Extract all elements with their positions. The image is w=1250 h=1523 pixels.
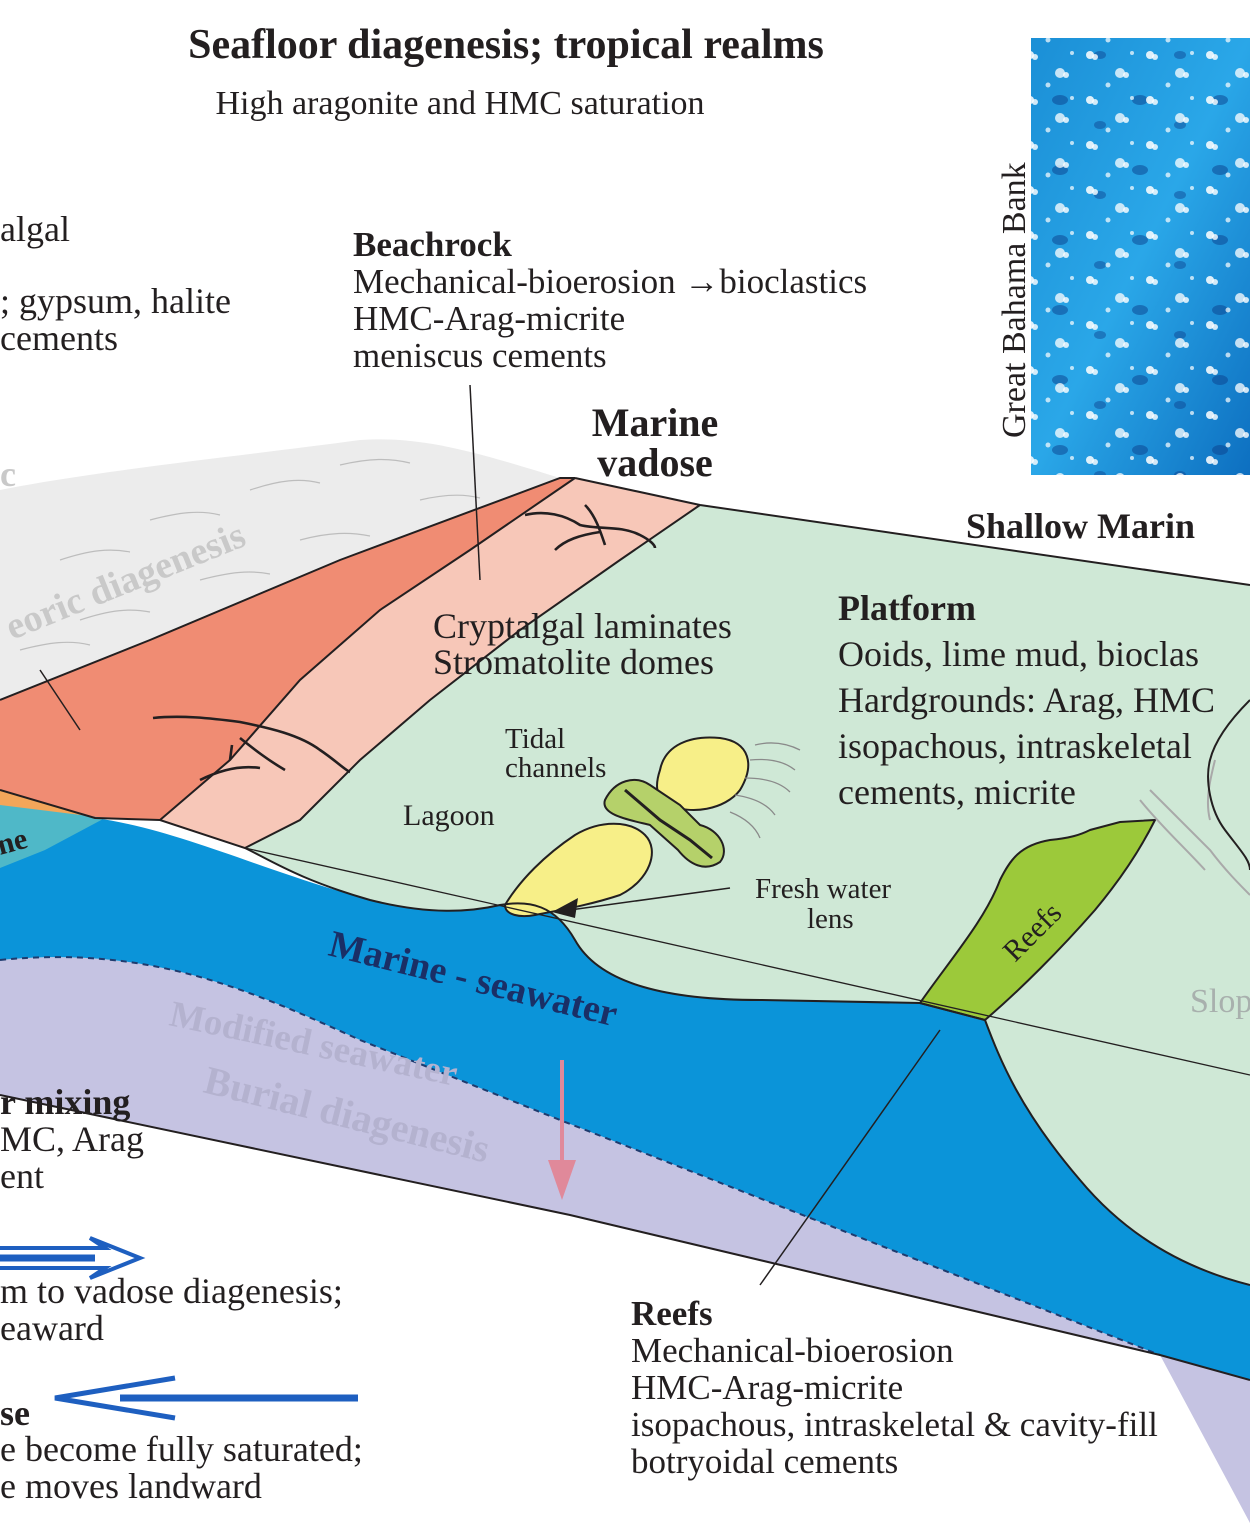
wave-marks <box>729 742 801 839</box>
top-left-line2: ; gypsum, halite <box>0 281 231 321</box>
diagram-subtitle: High aragonite and HMC saturation <box>215 85 704 122</box>
reefs-line1: Mechanical-bioerosion <box>631 1331 954 1370</box>
cryptalgal-line1: Cryptalgal laminates <box>433 606 732 646</box>
platform-heading: Platform <box>838 588 976 628</box>
beachrock-line1: Mechanical-bioerosion →bioclastics <box>353 262 867 301</box>
mixing-line2: MC, Arag <box>0 1119 144 1159</box>
modified-seawater-boundary <box>0 956 1161 1356</box>
transgression-line2: e become fully saturated; <box>0 1429 363 1469</box>
reefs-line2: HMC-Arag-micrite <box>631 1368 903 1407</box>
top-left-line3: cements <box>0 318 118 358</box>
tidal-channels-line2: channels <box>505 752 606 784</box>
top-left-line1: algal <box>0 209 70 249</box>
block-outlines <box>0 477 1250 1381</box>
tidal-channels-line1: Tidal <box>505 723 565 755</box>
meteoric-hatching <box>19 458 481 651</box>
reefs-line4: botryoidal cements <box>631 1442 898 1481</box>
cryptalgal-line2: Stromatolite domes <box>433 642 714 682</box>
bahama-photo <box>1031 38 1250 475</box>
beachrock-heading: Beachrock <box>353 225 512 264</box>
platform-zone <box>245 505 1250 1285</box>
photo-label: Great Bahama Bank <box>996 162 1033 438</box>
meteoric-c-label: c <box>0 454 16 494</box>
burial-zone <box>0 957 1250 1523</box>
fresh-water-lens-line1: Fresh water <box>755 873 891 905</box>
shallow-marine-heading: Shallow Marin <box>966 506 1195 546</box>
mixing-line1: r mixing <box>0 1082 130 1122</box>
mixing-zone-teal <box>0 805 105 868</box>
reefs-line3: isopachous, intraskeletal & cavity-fill <box>631 1405 1158 1444</box>
marine-seawater-zone <box>0 818 1250 1380</box>
slope-label: Slop <box>1190 983 1250 1020</box>
platform-line1: Ooids, lime mud, bioclas <box>838 634 1199 674</box>
regression-line1: m to vadose diagenesis; <box>0 1271 343 1311</box>
regression-arrow <box>0 1236 146 1280</box>
transgression-arrow <box>54 1375 358 1421</box>
tidal-shoal-lower <box>503 822 653 918</box>
beachrock-line2: HMC-Arag-micrite <box>353 299 625 338</box>
burial-arrow <box>548 1060 576 1200</box>
reef-body <box>918 818 1157 1022</box>
transgression-line3: e moves landward <box>0 1466 262 1506</box>
pointer-lines <box>39 384 941 1286</box>
beachrock-line3: meniscus cements <box>353 336 607 375</box>
marine-vadose-line2: vadose <box>597 440 713 485</box>
lagoon-label: Lagoon <box>403 799 495 832</box>
meteoric-zone <box>0 439 560 700</box>
fresh-water-lens-line2: lens <box>807 903 854 935</box>
transgression-line1: se <box>0 1393 30 1433</box>
shelf-edge-line <box>1207 699 1250 871</box>
reefs-heading: Reefs <box>631 1294 713 1333</box>
beach-zone <box>160 478 700 848</box>
platform-line2: Hardgrounds: Arag, HMC <box>838 680 1215 720</box>
regression-line2: eaward <box>0 1308 104 1348</box>
mudcracks <box>152 504 657 782</box>
platform-line3: isopachous, intraskeletal <box>838 726 1192 766</box>
supratidal-zone <box>0 478 575 820</box>
diagram-title: Seafloor diagenesis; tropical realms <box>188 22 824 68</box>
fresh-water-arrowhead <box>552 898 578 918</box>
mixing-line3: ent <box>0 1156 44 1196</box>
tidal-channel-line <box>624 788 713 860</box>
platform-line4: cements, micrite <box>838 772 1076 812</box>
marine-vadose-line1: Marine <box>592 400 719 445</box>
